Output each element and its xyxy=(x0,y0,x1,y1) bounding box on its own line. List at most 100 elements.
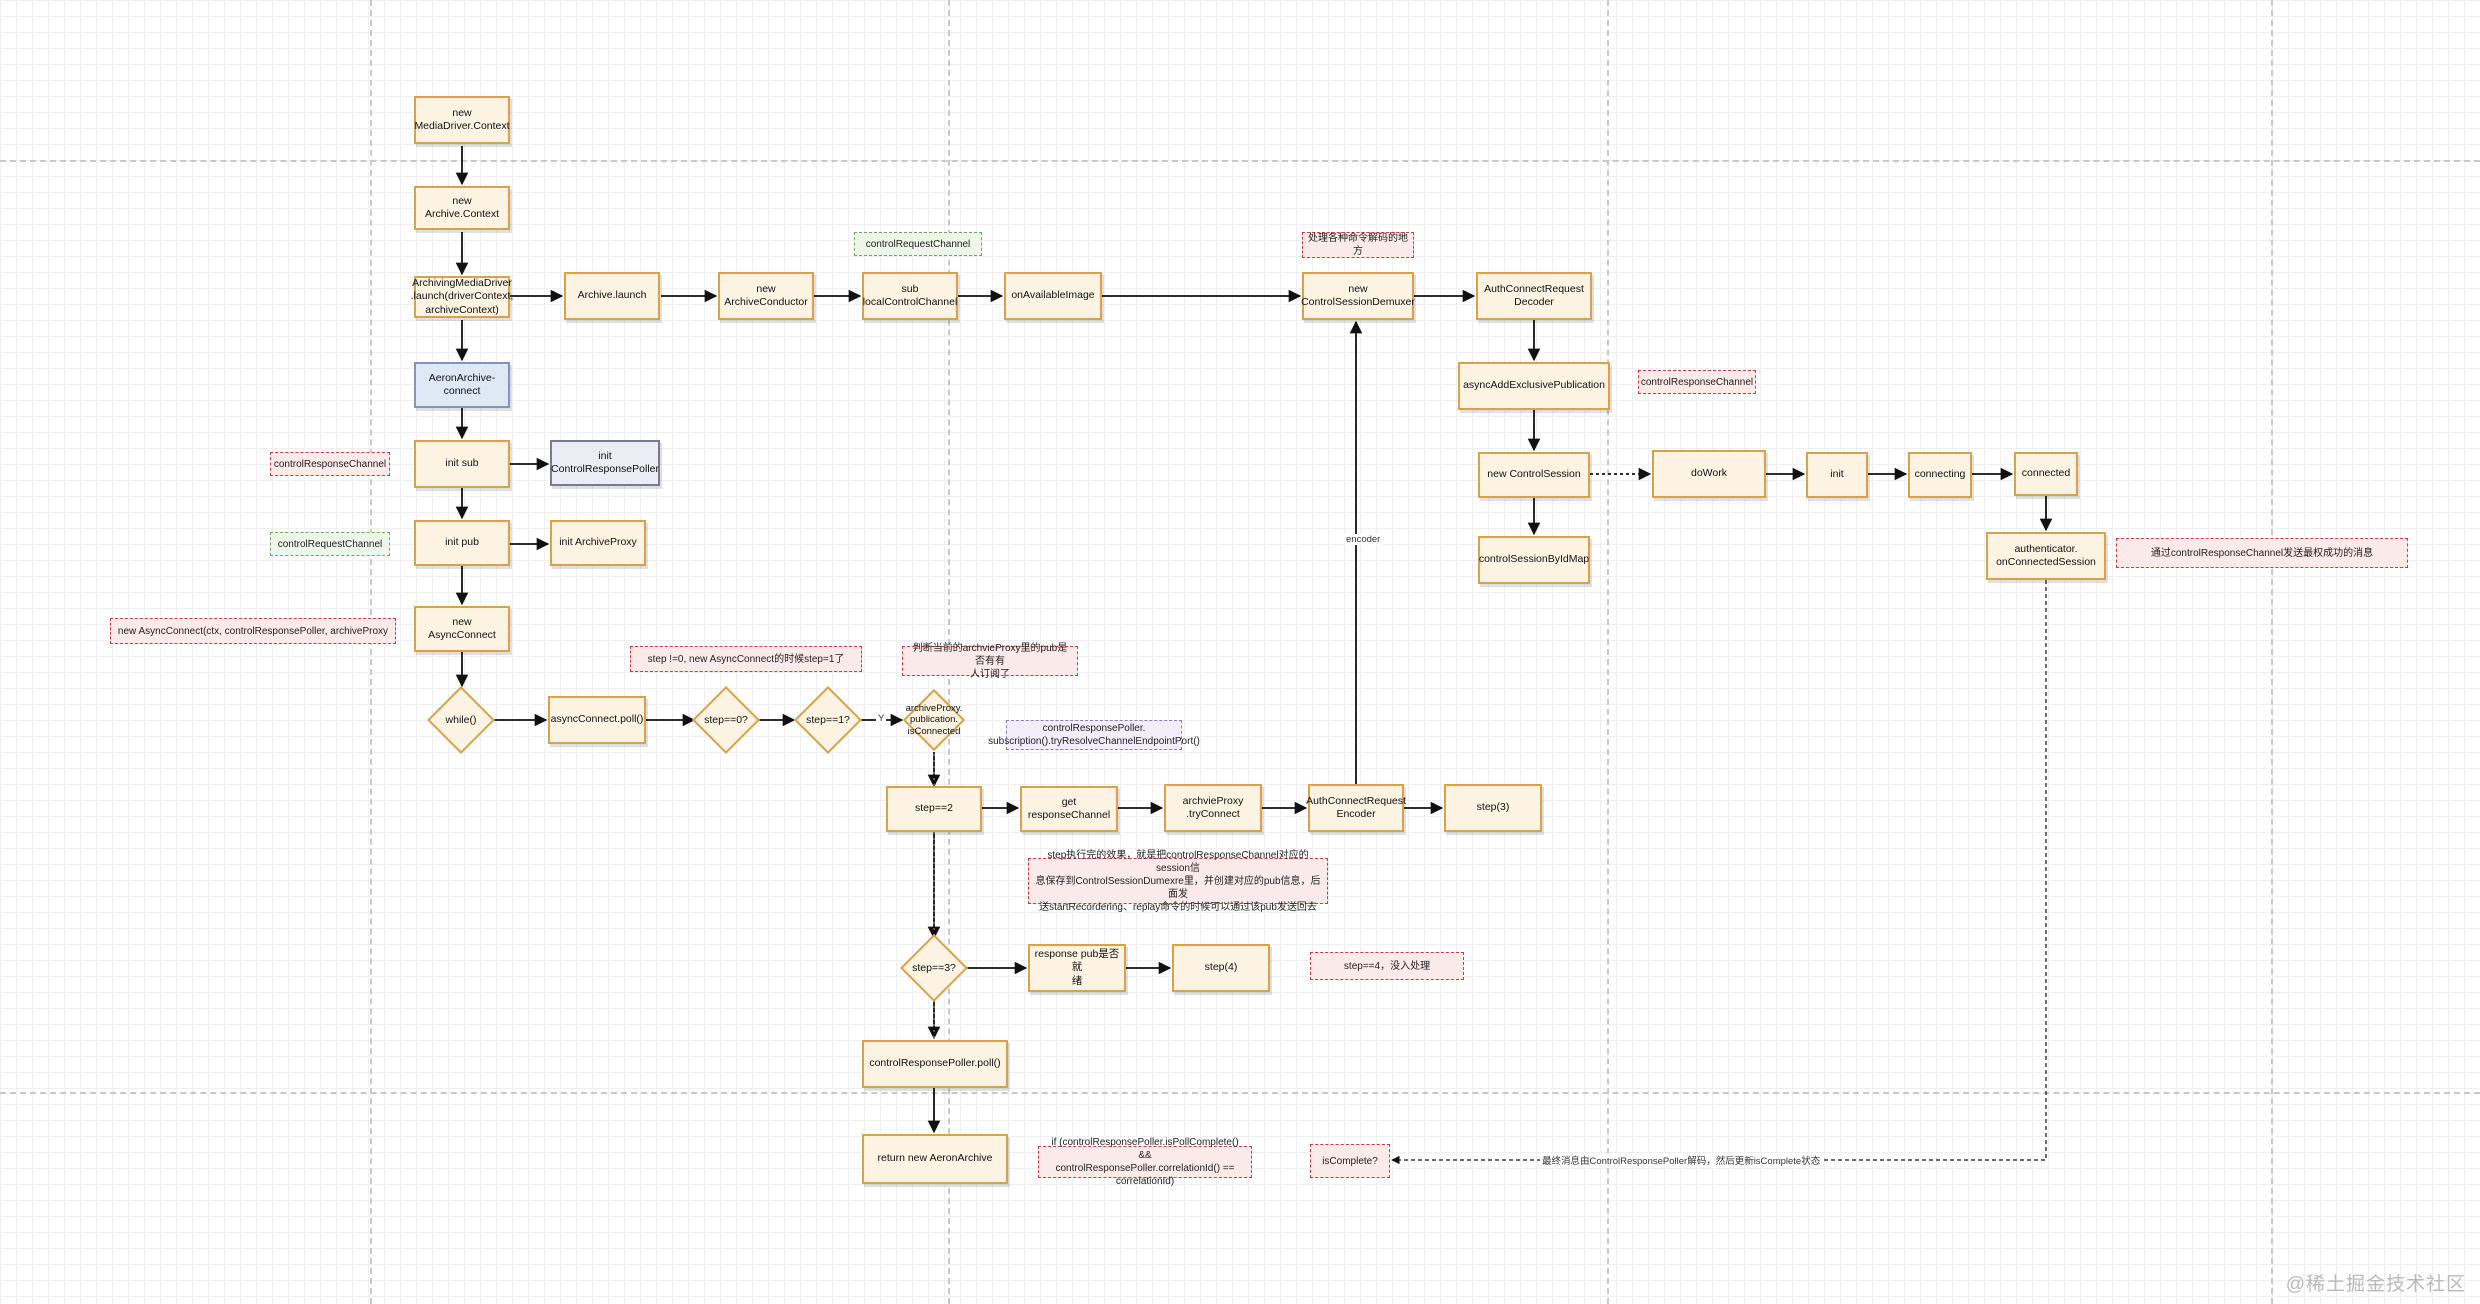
connected-state-node: connected xyxy=(2014,452,2078,496)
decision-label: step==0? xyxy=(704,713,748,726)
do-work-node: doWork xyxy=(1652,450,1766,498)
step-eq-0-decision: step==0? xyxy=(692,686,760,754)
on-available-image-node: onAvailableImage xyxy=(1004,272,1102,320)
node-label: init xyxy=(1830,468,1844,481)
node-label: Archive.launch xyxy=(577,289,647,302)
node-label: sub localControlChannel xyxy=(862,282,958,308)
note-text: controlRequestChannel xyxy=(277,538,383,550)
node-label: step(3) xyxy=(1476,801,1510,814)
page-break-line xyxy=(0,160,2480,162)
node-label: archvieProxy .tryConnect xyxy=(1182,794,1244,820)
node-label: onAvailableImage xyxy=(1011,289,1095,302)
control-response-channel-note: controlResponseChannel xyxy=(270,452,390,476)
note-text: step !=0, new AsyncConnect的时候step=1了 xyxy=(647,653,845,665)
decode-commands-note: 处理各种命令解码的地方 xyxy=(1302,232,1414,258)
control-response-channel-note: controlResponseChannel xyxy=(1638,370,1756,394)
step-not-zero-note: step !=0, new AsyncConnect的时候step=1了 xyxy=(630,646,862,672)
node-label: get responseChannel xyxy=(1027,795,1111,821)
control-response-poller-poll-node: controlResponsePoller.poll() xyxy=(862,1040,1008,1088)
note-text: controlRequestChannel xyxy=(865,238,971,250)
yes-edge-label: Y xyxy=(876,713,887,724)
step-eq-1-decision: step==1? xyxy=(794,686,862,754)
decision-label: archiveProxy. publication. isConnected xyxy=(905,702,963,737)
new-archive-conductor-node: new ArchiveConductor xyxy=(718,272,814,320)
init-archive-proxy-node: init ArchiveProxy xyxy=(550,520,646,566)
new-media-driver-context-node: new MediaDriver.Context xyxy=(414,96,510,144)
page-break-line xyxy=(370,0,372,1304)
note-text: 判断当前的archvieProxy里的pub是否有有 人订阅了 xyxy=(912,642,1068,680)
send-auth-success-note: 通过controlResponseChannel发送最权成功的消息 xyxy=(2116,538,2408,568)
note-text: controlResponseChannel xyxy=(273,458,387,470)
note-text: 处理各种命令解码的地方 xyxy=(1308,233,1408,257)
node-label: AuthConnectRequest Decoder xyxy=(1484,282,1584,308)
node-label: connected xyxy=(2021,467,2071,480)
connecting-state-node: connecting xyxy=(1908,452,1972,498)
control-request-channel-note: controlRequestChannel xyxy=(854,232,982,256)
node-label: doWork xyxy=(1691,467,1727,480)
poller-subscription-note: controlResponsePoller. subscription().tr… xyxy=(988,720,1200,750)
edge-connector xyxy=(1391,580,2047,1165)
note-text: 通过controlResponseChannel发送最权成功的消息 xyxy=(2150,547,2374,559)
note-text: step==4，没入处理 xyxy=(1343,960,1431,972)
node-label: init ArchiveProxy xyxy=(559,536,637,549)
final-message-edge-label: 最终消息由ControlResponsePoller解码，然后更新isCompl… xyxy=(1540,1153,1823,1167)
new-control-session-node: new ControlSession xyxy=(1478,452,1590,498)
step-eq-3-decision: step==3? xyxy=(900,934,968,1002)
new-async-connect-node: new AsyncConnect xyxy=(414,606,510,652)
node-label: controlSessionByIdMap xyxy=(1478,553,1590,566)
archiving-media-driver-launch-node: ArchivingMediaDriver .launch(driverConte… xyxy=(411,276,513,318)
step-2-node: step==2 xyxy=(886,786,982,832)
async-add-exclusive-publication-node: asyncAddExclusivePublication xyxy=(1458,362,1610,410)
node-label: connecting xyxy=(1914,468,1966,481)
node-label: new Archive.Context xyxy=(424,194,500,220)
archive-proxy-try-connect-node: archvieProxy .tryConnect xyxy=(1164,784,1262,832)
node-label: new AsyncConnect xyxy=(428,615,496,641)
archive-launch-node: Archive.launch xyxy=(564,272,660,320)
node-label: new ControlSessionDemuxer xyxy=(1301,282,1415,308)
control-request-channel-note: controlRequestChannel xyxy=(270,532,390,556)
is-connected-decision: archiveProxy. publication. isConnected xyxy=(902,688,966,752)
decision-label: step==3? xyxy=(912,961,956,974)
auth-connect-request-encoder-node: AuthConnectRequest Encoder xyxy=(1306,784,1406,832)
node-label: ArchivingMediaDriver .launch(driverConte… xyxy=(410,277,514,316)
sub-local-control-channel-node: sub localControlChannel xyxy=(862,272,958,320)
init-control-response-poller-node: init ControlResponsePoller xyxy=(550,440,660,486)
return-new-aeron-archive-node: return new AeronArchive xyxy=(862,1134,1008,1184)
is-complete-note: isComplete? xyxy=(1310,1144,1390,1178)
node-label: asyncAddExclusivePublication xyxy=(1463,379,1605,392)
init-state-node: init xyxy=(1806,452,1868,498)
authenticator-on-connected-session-node: authenticator. onConnectedSession xyxy=(1986,532,2106,580)
response-pub-ready-node: response pub是否就 绪 xyxy=(1028,944,1126,992)
note-text: if (controlResponsePoller.isPollComplete… xyxy=(1051,1137,1239,1187)
node-label: new ControlSession xyxy=(1487,468,1581,481)
poll-complete-condition-note: if (controlResponsePoller.isPollComplete… xyxy=(1038,1137,1252,1187)
decision-label: step==1? xyxy=(806,713,850,726)
node-label: init pub xyxy=(445,536,479,549)
node-label: authenticator. onConnectedSession xyxy=(1996,542,2096,568)
node-label: asyncConnect.poll() xyxy=(550,713,644,726)
new-control-session-demuxer-node: new ControlSessionDemuxer xyxy=(1301,272,1415,320)
step-3-call-node: step(3) xyxy=(1444,784,1542,832)
get-response-channel-node: get responseChannel xyxy=(1020,786,1118,832)
note-text: isComplete? xyxy=(1322,1155,1378,1167)
node-label: new ArchiveConductor xyxy=(724,282,808,308)
async-connect-poll-node: asyncConnect.poll() xyxy=(548,696,646,744)
note-text: new AsyncConnect(ctx, controlResponsePol… xyxy=(117,625,389,637)
note-text: controlResponseChannel xyxy=(1640,376,1754,388)
encoder-edge-label: encoder xyxy=(1344,534,1383,545)
step-effect-note: step执行完的效果，就是把controlResponseChannel对应的s… xyxy=(1028,850,1328,913)
aeron-archive-connect-node: AeronArchive- connect xyxy=(414,362,510,408)
page-break-line xyxy=(1607,0,1609,1304)
node-label: step(4) xyxy=(1204,961,1238,974)
check-pub-subscribed-note: 判断当前的archvieProxy里的pub是否有有 人订阅了 xyxy=(902,643,1078,680)
node-label: new MediaDriver.Context xyxy=(414,106,510,132)
note-text: step执行完的效果，就是把controlResponseChannel对应的s… xyxy=(1035,849,1321,913)
node-label: init sub xyxy=(445,457,479,470)
while-loop-decision: while() xyxy=(427,686,495,754)
step-4-unhandled-note: step==4，没入处理 xyxy=(1310,952,1464,980)
node-label: step==2 xyxy=(915,802,953,815)
page-break-line xyxy=(0,1092,2480,1094)
watermark: @稀土掘金技术社区 xyxy=(2285,1274,2466,1295)
